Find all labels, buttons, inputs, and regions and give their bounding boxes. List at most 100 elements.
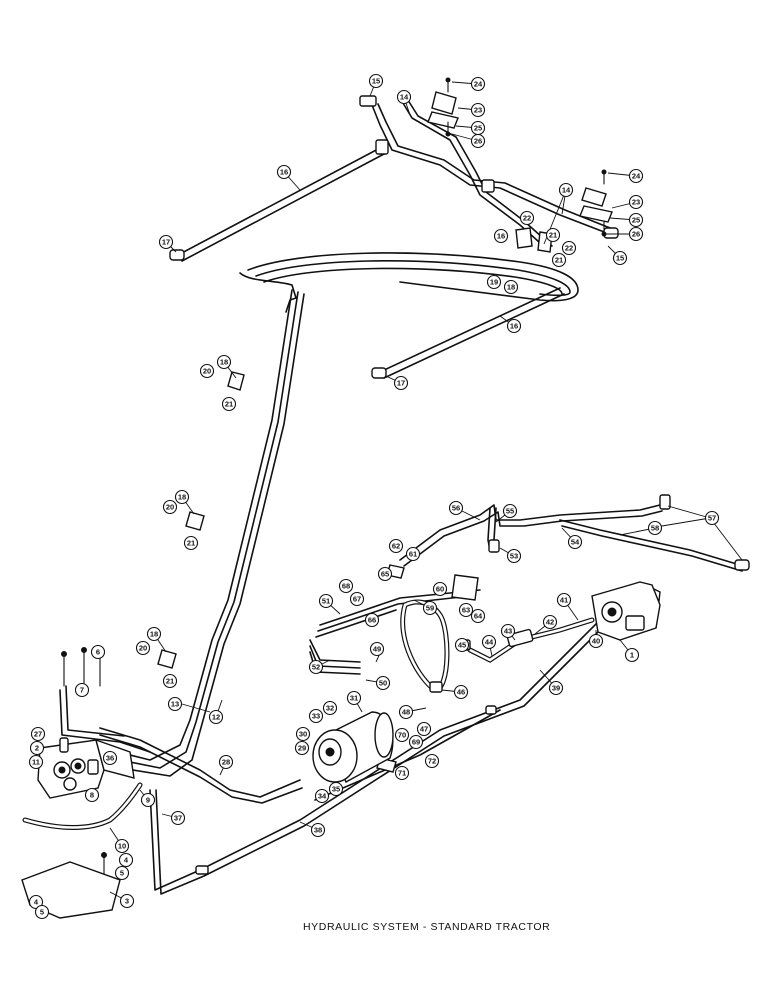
svg-text:4: 4 — [124, 856, 129, 865]
callout-41: 41 — [556, 592, 572, 608]
svg-text:25: 25 — [474, 124, 482, 133]
callout-16c: 16 — [493, 228, 509, 244]
svg-text:4: 4 — [34, 898, 39, 907]
svg-text:65: 65 — [381, 570, 389, 579]
callout-69: 69 — [408, 734, 424, 750]
svg-text:59: 59 — [426, 604, 434, 613]
svg-text:8: 8 — [90, 791, 94, 800]
svg-text:41: 41 — [560, 596, 568, 605]
svg-text:49: 49 — [373, 645, 381, 654]
callout-55: 55 — [502, 503, 518, 519]
svg-text:18: 18 — [178, 493, 186, 502]
callout-1: 1 — [624, 647, 640, 663]
callout-72: 72 — [424, 753, 440, 769]
lower-pipes — [59, 619, 605, 895]
callout-38: 38 — [310, 822, 326, 838]
mast-pipes — [107, 289, 305, 777]
svg-text:68: 68 — [342, 582, 350, 591]
callout-24: 24 — [470, 76, 486, 92]
svg-text:71: 71 — [398, 769, 406, 778]
callout-13: 13 — [167, 696, 183, 712]
callout-56: 56 — [448, 500, 464, 516]
callout-22b: 22 — [561, 240, 577, 256]
callout-40: 40 — [588, 633, 604, 649]
callout-11: 11 — [28, 754, 44, 770]
svg-text:16: 16 — [510, 322, 518, 331]
callout-5: 5 — [114, 865, 130, 881]
svg-text:70: 70 — [398, 731, 406, 740]
callout-3: 3 — [119, 893, 135, 909]
callout-42: 42 — [542, 614, 558, 630]
callout-63: 63 — [458, 602, 474, 618]
callout-10: 10 — [114, 838, 130, 854]
callout-36: 36 — [102, 750, 118, 766]
callout-7: 7 — [74, 682, 90, 698]
svg-text:21: 21 — [555, 256, 563, 265]
callout-52: 52 — [308, 659, 324, 675]
loop-hose — [400, 599, 450, 693]
callout-4: 4 — [118, 852, 134, 868]
svg-text:21: 21 — [225, 400, 233, 409]
svg-text:14: 14 — [562, 186, 571, 195]
callouts: 1 2 3 4 4 5 5 6 7 8 9 10 11 12 13 14 14 … — [28, 73, 720, 920]
svg-text:35: 35 — [332, 785, 340, 794]
callout-21e: 21 — [551, 252, 567, 268]
callout-47: 47 — [416, 721, 432, 737]
svg-text:27: 27 — [34, 730, 42, 739]
callout-60: 60 — [432, 581, 448, 597]
hydraulic-cylinder — [312, 711, 394, 783]
callout-18d: 18 — [503, 279, 519, 295]
callout-48: 48 — [398, 704, 414, 720]
callout-15: 15 — [368, 73, 384, 89]
callout-43: 43 — [500, 623, 516, 639]
svg-text:20: 20 — [139, 644, 147, 653]
svg-text:22: 22 — [565, 244, 573, 253]
svg-text:42: 42 — [546, 618, 554, 627]
svg-text:37: 37 — [174, 814, 182, 823]
callout-17: 17 — [158, 234, 174, 250]
callout-21d: 21 — [545, 227, 561, 243]
svg-text:26: 26 — [474, 137, 482, 146]
callout-34: 34 — [314, 788, 330, 804]
callout-50: 50 — [375, 675, 391, 691]
flex-hose-10 — [22, 782, 143, 830]
svg-text:39: 39 — [552, 684, 560, 693]
svg-text:14: 14 — [400, 93, 409, 102]
svg-text:1: 1 — [630, 651, 634, 660]
callout-14: 14 — [396, 89, 412, 105]
svg-text:9: 9 — [146, 796, 150, 805]
callout-5b: 5 — [34, 904, 50, 920]
callout-21: 21 — [221, 396, 237, 412]
hydraulic-pump — [591, 581, 661, 641]
callout-33: 33 — [308, 708, 324, 724]
leader-lines — [109, 80, 743, 902]
callout-23: 23 — [470, 102, 486, 118]
svg-text:64: 64 — [474, 612, 483, 621]
callout-22: 22 — [519, 210, 535, 226]
svg-text:22: 22 — [523, 214, 531, 223]
svg-text:23: 23 — [632, 198, 640, 207]
svg-text:67: 67 — [353, 595, 361, 604]
svg-text:32: 32 — [326, 704, 334, 713]
svg-text:10: 10 — [118, 842, 126, 851]
pump-hoses — [467, 617, 595, 663]
callout-28: 28 — [218, 754, 234, 770]
callout-2: 2 — [29, 740, 45, 756]
callout-65: 65 — [377, 566, 393, 582]
svg-text:25: 25 — [632, 216, 640, 225]
callout-53: 53 — [506, 548, 522, 564]
svg-text:55: 55 — [506, 507, 514, 516]
svg-text:20: 20 — [203, 367, 211, 376]
svg-text:54: 54 — [571, 538, 580, 547]
callout-59: 59 — [422, 600, 438, 616]
callout-21c: 21 — [162, 673, 178, 689]
callout-20b: 20 — [162, 499, 178, 515]
svg-text:15: 15 — [372, 77, 380, 86]
callout-12: 12 — [208, 709, 224, 725]
upper-frame-pipes — [177, 96, 616, 379]
callout-20c: 20 — [135, 640, 151, 656]
svg-text:16: 16 — [497, 232, 505, 241]
svg-text:18: 18 — [220, 358, 228, 367]
svg-text:19: 19 — [490, 278, 498, 287]
callout-18: 18 — [216, 354, 232, 370]
